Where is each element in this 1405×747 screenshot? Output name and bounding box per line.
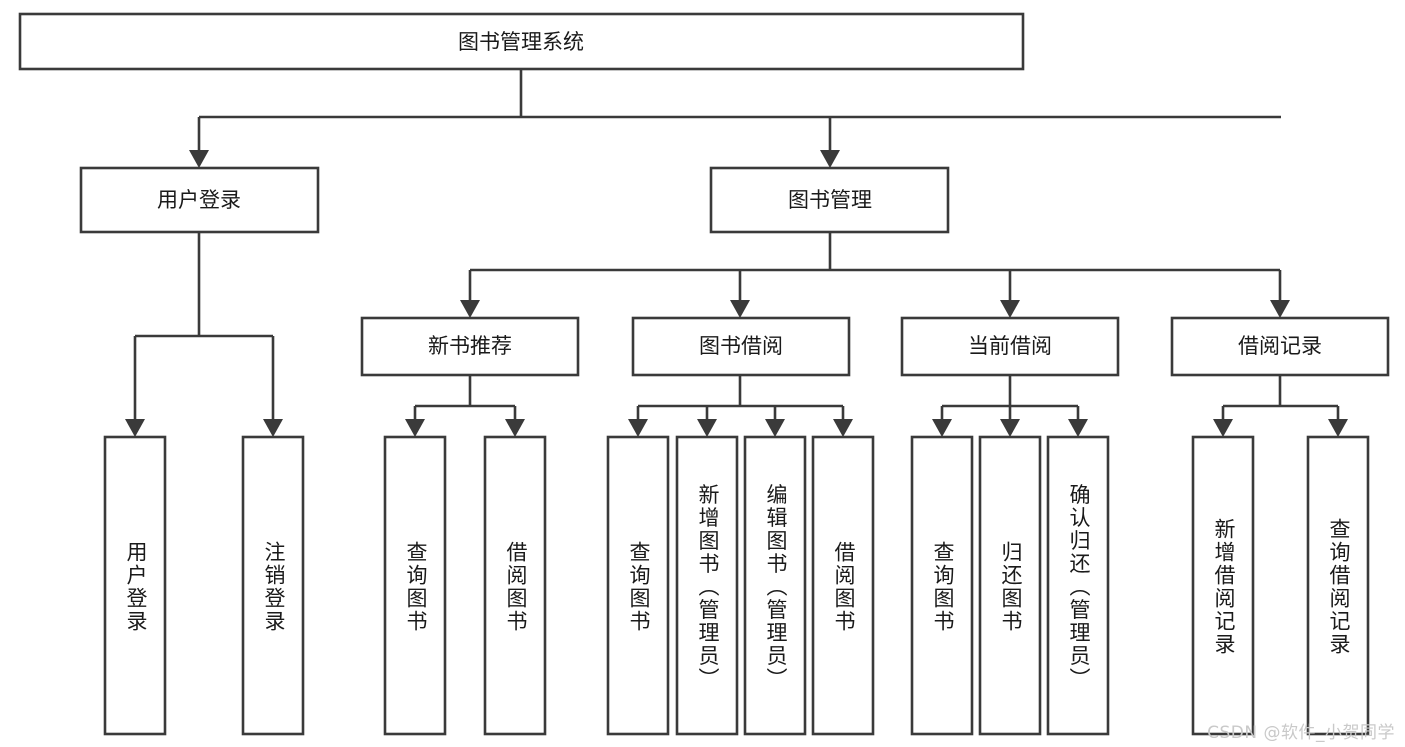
arrowhead-nb-query <box>405 419 425 437</box>
leaf-label: 注销登录 <box>262 541 286 633</box>
node-root-label: 图书管理系统 <box>458 30 584 54</box>
arrowhead-book-manage <box>820 150 840 168</box>
arrowhead-cb-confirm <box>1068 419 1088 437</box>
leaf-box <box>743 435 807 736</box>
leaf-box <box>606 435 670 736</box>
leaf-label: 查询图书 <box>627 541 651 633</box>
leaf-label: 归还图书 <box>999 541 1023 633</box>
leaf-box <box>978 435 1042 736</box>
node-borrow-record-box <box>1170 316 1390 377</box>
leaf-node-current-borrow-return[interactable]: 归还图书 <box>978 435 1042 736</box>
node-current-borrow-label: 当前借阅 <box>968 334 1052 358</box>
leaf-label: 借阅图书 <box>832 541 856 633</box>
node-book-manage-label: 图书管理 <box>788 188 872 212</box>
node-book-manage[interactable]: 图书管理 <box>709 166 950 234</box>
node-borrow-record-label: 借阅记录 <box>1238 334 1322 358</box>
node-book-borrow-label: 图书借阅 <box>699 334 783 358</box>
leaf-label: 新增借阅记录 <box>1212 518 1236 656</box>
node-user-login-box <box>79 166 320 234</box>
leaf-node-user-login-logout[interactable]: 注销登录 <box>241 435 305 736</box>
leaf-box <box>910 435 974 736</box>
node-new-book-box <box>360 316 580 377</box>
node-root-box <box>18 12 1025 71</box>
node-current-borrow[interactable]: 当前借阅 <box>900 316 1120 377</box>
arrowhead-current-borrow <box>1000 300 1020 318</box>
arrowhead-new-book <box>460 300 480 318</box>
leaf-label: 编辑图书（管理员） <box>764 484 788 691</box>
leaf-node-new-book-borrow[interactable]: 借阅图书 <box>483 435 547 736</box>
arrowhead-cb-return <box>1000 419 1020 437</box>
leaf-node-book-borrow-edit[interactable]: 编辑图书（管理员） <box>743 435 807 736</box>
leaf-label: 查询借阅记录 <box>1327 518 1351 656</box>
node-new-book-label: 新书推荐 <box>428 334 512 358</box>
arrowhead-user-login <box>189 150 209 168</box>
arrowhead-bb-query <box>628 419 648 437</box>
leaf-box <box>383 435 447 736</box>
leaf-label: 查询图书 <box>404 541 428 633</box>
arrowhead-br-query <box>1328 419 1348 437</box>
node-user-login[interactable]: 用户登录 <box>79 166 320 234</box>
leaf-label: 用户登录 <box>124 541 148 633</box>
node-current-borrow-box <box>900 316 1120 377</box>
node-book-manage-box <box>709 166 950 234</box>
leaf-node-user-login-login[interactable]: 用户登录 <box>103 435 167 736</box>
leaf-box <box>675 435 739 736</box>
leaf-box <box>483 435 547 736</box>
leaf-node-book-borrow-query[interactable]: 查询图书 <box>606 435 670 736</box>
leaf-node-book-borrow-borrow[interactable]: 借阅图书 <box>811 435 875 736</box>
arrowhead-borrow-record <box>1270 300 1290 318</box>
leaf-box <box>103 435 167 736</box>
arrowhead-cb-query <box>932 419 952 437</box>
leaf-node-current-borrow-query[interactable]: 查询图书 <box>910 435 974 736</box>
leaf-node-borrow-record-query[interactable]: 查询借阅记录 <box>1306 435 1370 736</box>
node-root-system[interactable]: 图书管理系统 <box>18 12 1025 71</box>
leaf-node-new-book-query[interactable]: 查询图书 <box>383 435 447 736</box>
node-book-borrow-box <box>631 316 851 377</box>
leaf-box <box>811 435 875 736</box>
node-book-borrow[interactable]: 图书借阅 <box>631 316 851 377</box>
arrowhead-bb-add <box>697 419 717 437</box>
arrowhead-br-add <box>1213 419 1233 437</box>
leaf-box <box>1306 435 1370 736</box>
arrowhead-book-borrow <box>730 300 750 318</box>
arrowhead-bb-borrow <box>833 419 853 437</box>
leaf-label: 新增图书（管理员） <box>696 484 720 691</box>
arrowhead-bb-edit <box>765 419 785 437</box>
arrowhead-nb-borrow <box>505 419 525 437</box>
node-borrow-record[interactable]: 借阅记录 <box>1170 316 1390 377</box>
leaf-box <box>1046 435 1110 736</box>
arrowhead-leaf-user-login <box>125 419 145 437</box>
leaf-label: 借阅图书 <box>504 541 528 633</box>
leaf-label: 确认归还（管理员） <box>1067 484 1091 691</box>
node-new-book-recommend[interactable]: 新书推荐 <box>360 316 580 377</box>
node-user-login-label: 用户登录 <box>157 188 241 212</box>
arrowhead-leaf-logout <box>263 419 283 437</box>
leaf-box <box>241 435 305 736</box>
connector-layer <box>125 69 1348 437</box>
leaf-node-borrow-record-add[interactable]: 新增借阅记录 <box>1191 435 1255 736</box>
leaf-box <box>1191 435 1255 736</box>
leaf-label: 查询图书 <box>931 541 955 633</box>
leaf-node-book-borrow-add[interactable]: 新增图书（管理员） <box>675 435 739 736</box>
leaf-node-current-borrow-confirm[interactable]: 确认归还（管理员） <box>1046 435 1110 736</box>
